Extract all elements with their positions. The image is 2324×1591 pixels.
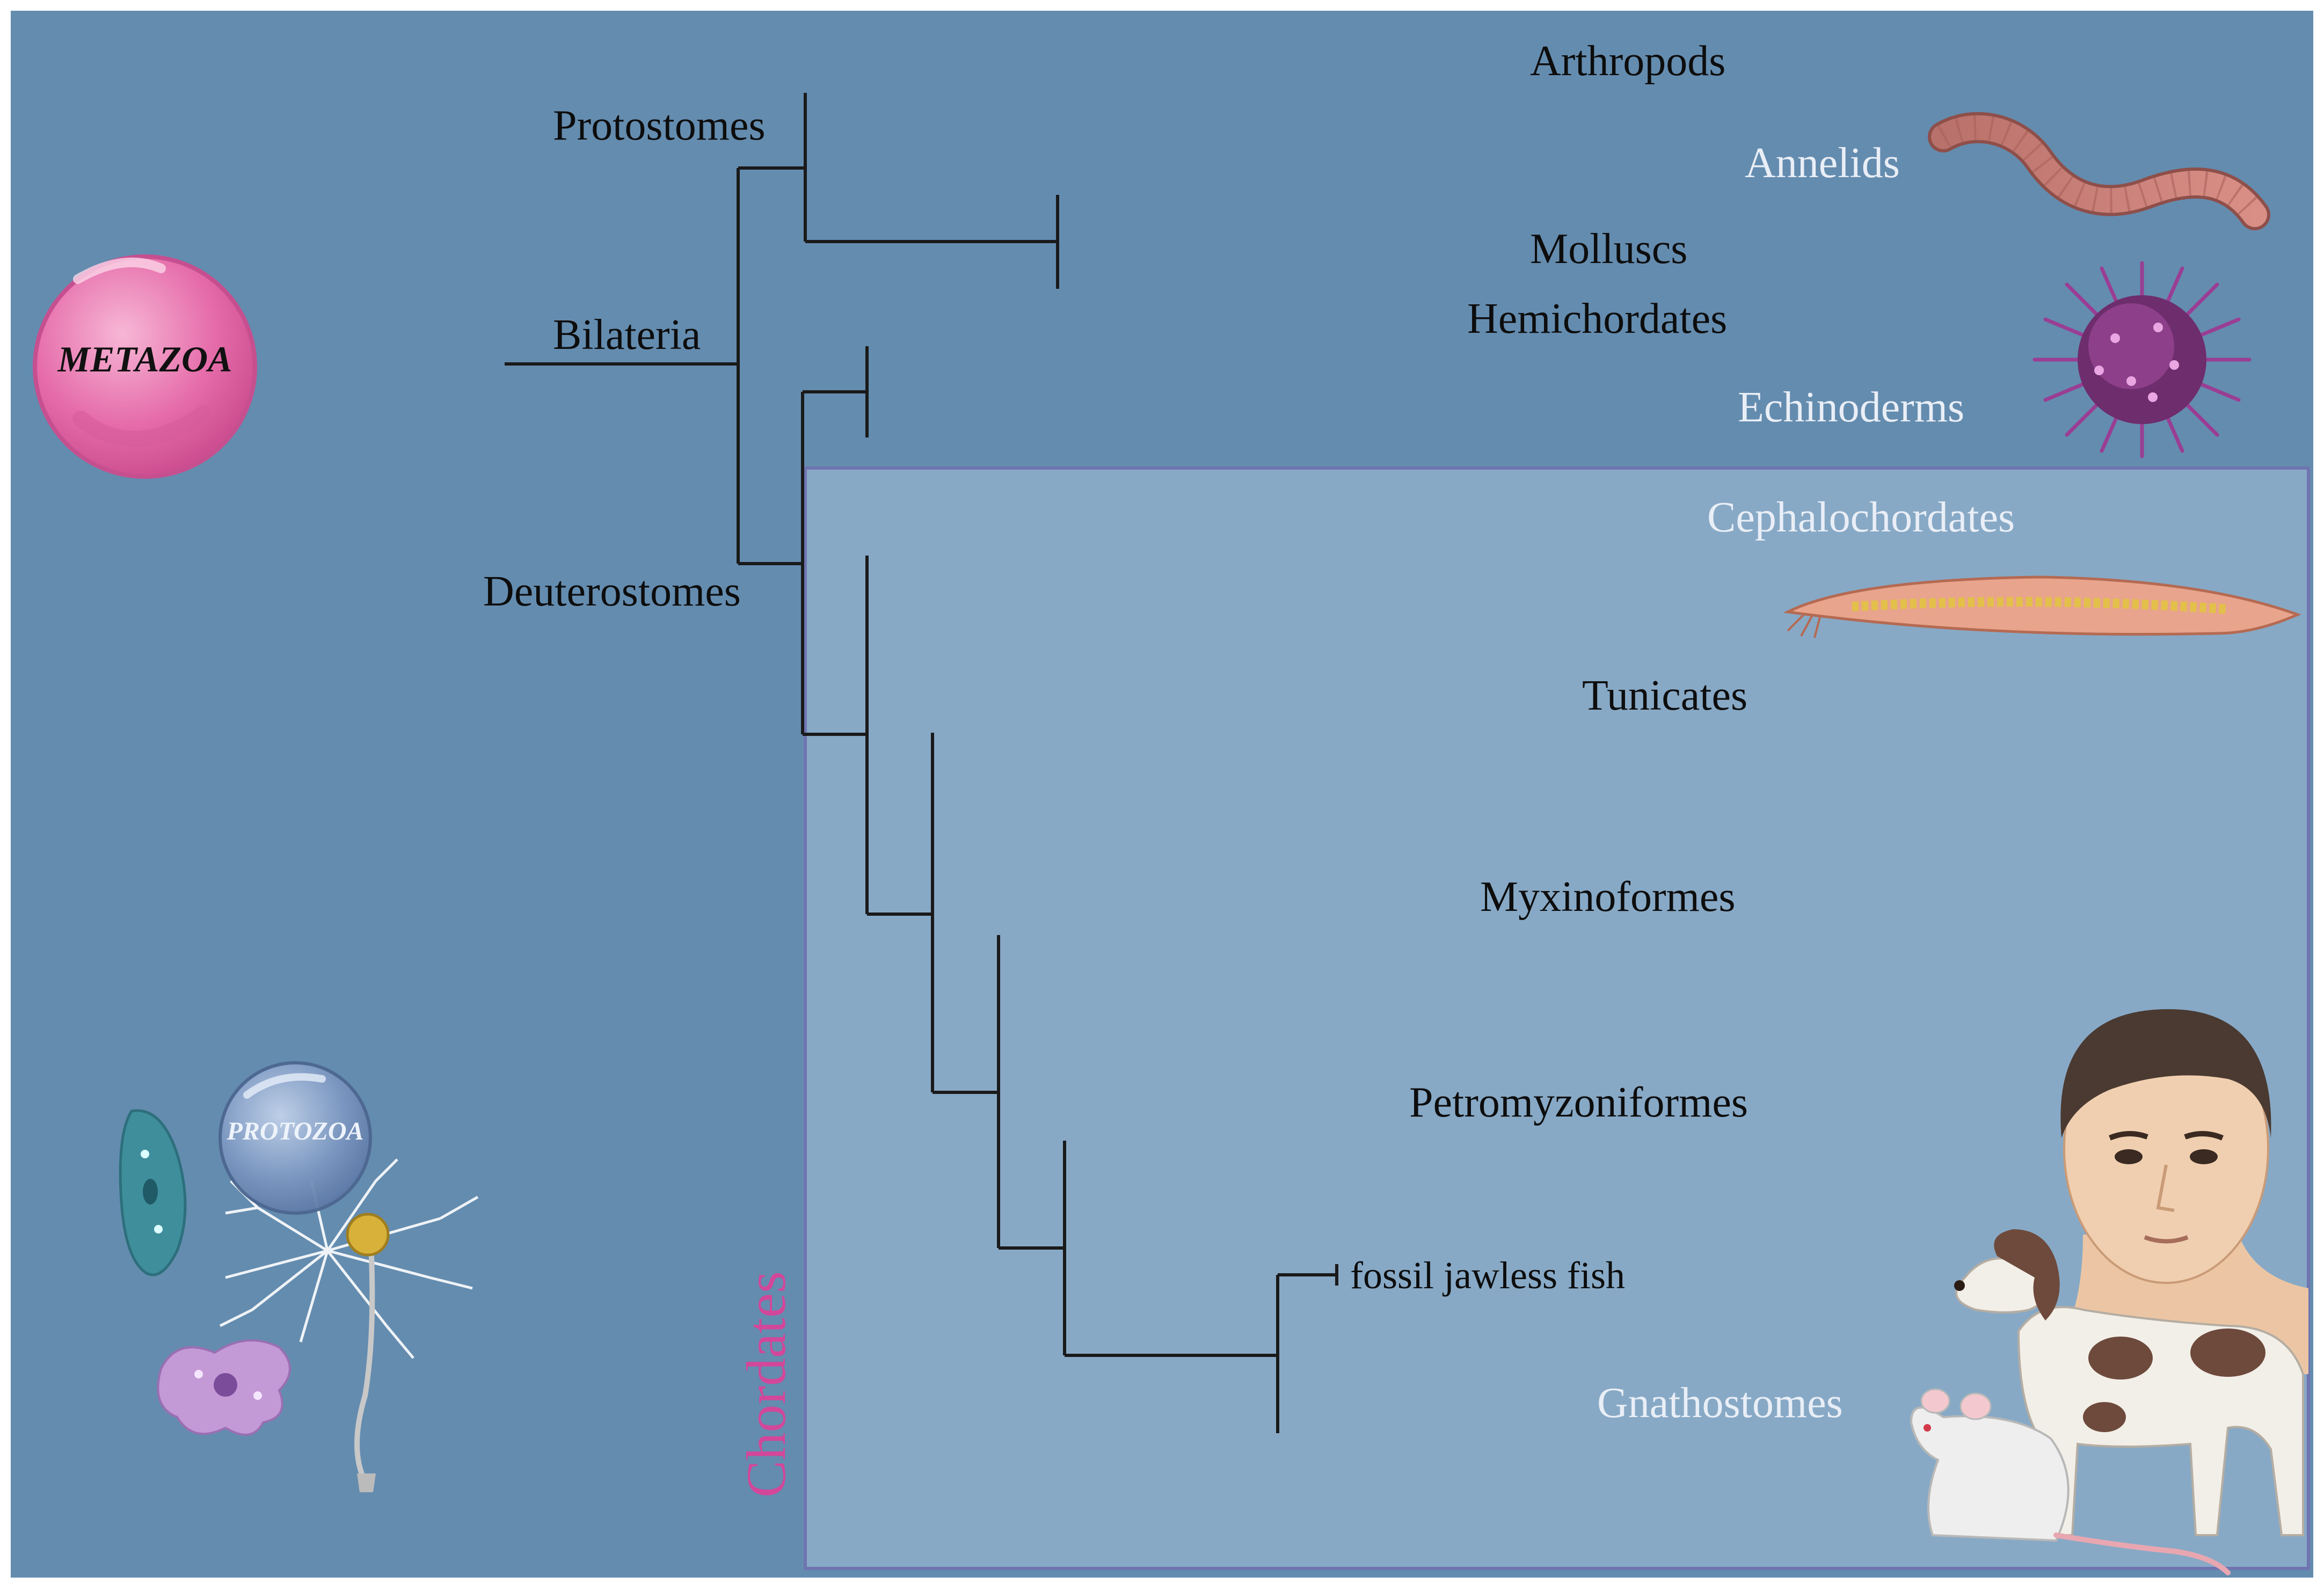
myxinoformes-label: Myxinoformes: [1480, 873, 1736, 921]
protist-cells-icon: PROTOZOA: [119, 1061, 479, 1492]
gnathostomes-label: Gnathostomes: [1597, 1380, 1843, 1427]
metazoa-label: METAZOA: [57, 339, 232, 379]
metazoa-shade: [72, 405, 212, 447]
protozoa-label: PROTOZOA: [226, 1117, 363, 1145]
metazoa-highlight: [73, 257, 166, 284]
tree-branches: [505, 93, 1338, 1433]
arthropods-label: Arthropods: [1530, 38, 1725, 85]
protostomes-label: Protostomes: [553, 102, 766, 149]
bilateria-label: Bilateria: [553, 311, 701, 359]
terminal-branches: [805, 91, 2067, 1435]
protozoa-bubble: [218, 1061, 372, 1215]
tunicates-label: Tunicates: [1582, 672, 1747, 719]
echinoderms-label: Echinoderms: [1738, 384, 1964, 431]
deuterostomes-label: Deuterostomes: [483, 568, 741, 615]
fossil-jawless-fish-label: fossil jawless fish: [1350, 1254, 1625, 1297]
hemichordates-label: Hemichordates: [1467, 295, 1727, 342]
sea-urchin-icon: [2032, 261, 2252, 458]
rat-icon: [1910, 1388, 2231, 1575]
cephalochordates-label: Cephalochordates: [1707, 494, 2015, 541]
chordates-label: Chordates: [735, 1271, 797, 1498]
amphioxus-icon: [1783, 575, 2301, 638]
molluscs-label: Molluscs: [1530, 225, 1687, 273]
petromyzoniformes-label: Petromyzoniformes: [1409, 1079, 1748, 1126]
annelids-label: Annelids: [1745, 140, 1900, 187]
metazoa-node: METAZOA: [33, 254, 472, 479]
earthworm-icon: [1928, 112, 2270, 230]
